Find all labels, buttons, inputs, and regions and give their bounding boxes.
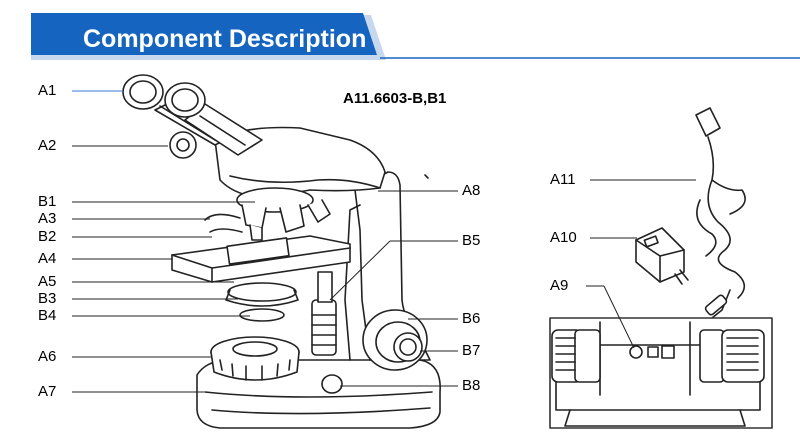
label-a4: A4 bbox=[38, 250, 57, 267]
label-a6: A6 bbox=[38, 348, 57, 365]
label-a9: A9 bbox=[550, 277, 569, 294]
label-b3: B3 bbox=[38, 290, 57, 307]
label-a11: A11 bbox=[550, 171, 576, 188]
label-b1: B1 bbox=[38, 193, 57, 210]
label-b8: B8 bbox=[462, 377, 481, 394]
label-a3: A3 bbox=[38, 210, 57, 227]
label-a5: A5 bbox=[38, 273, 57, 290]
label-a1: A1 bbox=[38, 82, 57, 99]
label-b2: B2 bbox=[38, 228, 57, 245]
label-b6: B6 bbox=[462, 310, 481, 327]
header-banner bbox=[31, 13, 386, 60]
label-b7: B7 bbox=[462, 342, 481, 359]
model-number: A11.6603-B,B1 bbox=[343, 90, 447, 107]
label-a7: A7 bbox=[38, 383, 57, 400]
label-b5: B5 bbox=[462, 232, 481, 249]
header-title: Component Description bbox=[83, 25, 367, 53]
label-b4: B4 bbox=[38, 307, 57, 324]
label-a8: A8 bbox=[462, 182, 481, 199]
label-a10: A10 bbox=[550, 229, 577, 246]
label-a2: A2 bbox=[38, 137, 57, 154]
section-header: Component Description bbox=[31, 13, 386, 60]
